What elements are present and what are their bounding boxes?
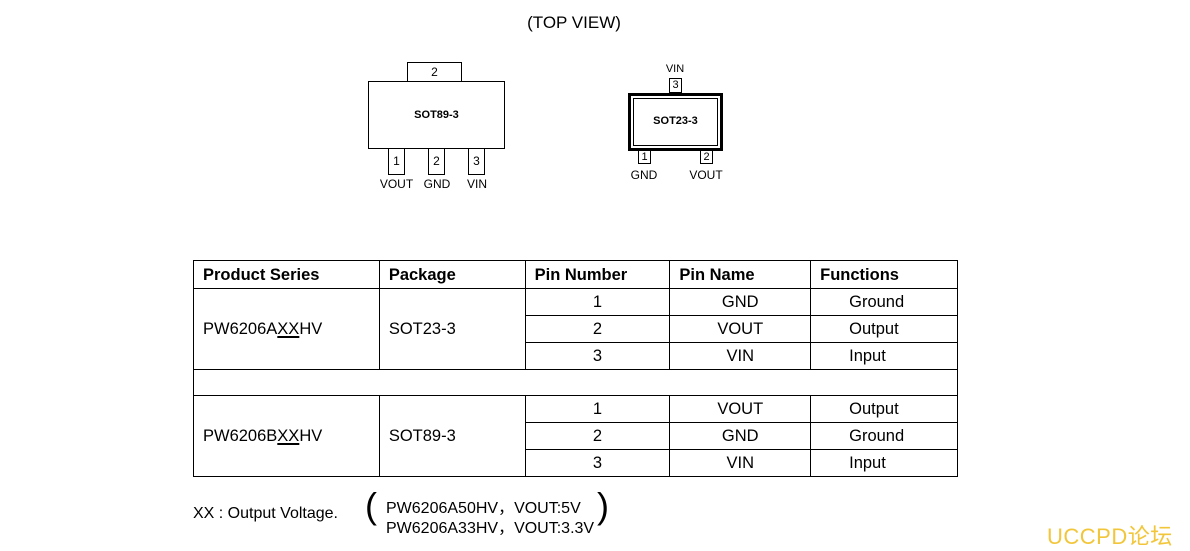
pin-number-cell: 1 — [524, 288, 671, 316]
pin-name-cell: GND — [669, 422, 812, 450]
header-functions: Functions — [810, 260, 958, 289]
sot89-pin-1: 1 — [388, 148, 405, 175]
sot89-tab-pin: 2 — [407, 62, 462, 82]
header-pin-name: Pin Name — [669, 260, 812, 289]
product-series-suffix: HV — [299, 320, 323, 338]
right-parenthesis: ) — [597, 485, 609, 526]
pin-number-cell: 2 — [524, 315, 671, 343]
sot89-pin-3-number: 3 — [473, 154, 480, 168]
sot89-pin-3: 3 — [468, 148, 485, 175]
product-series-suffix: HV — [299, 427, 323, 445]
pin-number-cell: 3 — [524, 449, 671, 477]
watermark: UCCPD论坛 — [1047, 524, 1173, 549]
product-series-prefix: PW6206A — [203, 320, 278, 338]
sot89-pin-3-name: VIN — [466, 177, 487, 191]
function-cell: Ground — [810, 422, 958, 450]
pin-number-cell: 2 — [524, 422, 671, 450]
product-series-cell: PW6206AXXHV — [193, 288, 380, 370]
table-header-row: Product Series Package Pin Number Pin Na… — [193, 260, 958, 289]
top-view-title: (TOP VIEW) — [527, 13, 621, 32]
sot23-pin-1-number: 1 — [641, 151, 648, 163]
sot23-pin-3: 3 — [669, 78, 682, 93]
package-cell: SOT23-3 — [378, 288, 526, 370]
sot23-body: SOT23-3 — [628, 93, 723, 151]
sot23-pin-2: 2 — [700, 150, 713, 164]
function-cell: Input — [810, 449, 958, 477]
sot89-pin-1-name: VOUT — [379, 177, 414, 191]
table-spacer-row — [193, 369, 958, 396]
pin-name-cell: GND — [669, 288, 812, 316]
sot89-pin-2: 2 — [428, 148, 445, 175]
footnote-example-2: PW6206A33HV，VOUT:3.3V — [386, 520, 595, 537]
product-series-xx: XX — [277, 320, 300, 338]
pin-name-cell: VIN — [669, 342, 812, 370]
sot89-pin-1-number: 1 — [393, 154, 400, 168]
pin-number-cell: 1 — [524, 395, 671, 423]
table-row: 3 VIN Input — [194, 449, 958, 477]
sot23-pin-3-name: VIN — [665, 63, 685, 75]
product-series-xx: XX — [277, 427, 300, 445]
footnote-example-1: PW6206A50HV，VOUT:5V — [386, 500, 581, 517]
product-series-cell: PW6206BXXHV — [193, 395, 380, 477]
function-cell: Output — [810, 315, 958, 343]
header-pin-number: Pin Number — [524, 260, 671, 289]
left-parenthesis: ( — [365, 485, 377, 526]
sot23-pin-3-number: 3 — [672, 79, 679, 91]
footnote-label: XX : Output Voltage. — [193, 505, 338, 522]
sot89-body: SOT89-3 — [368, 81, 505, 149]
header-package: Package — [378, 260, 526, 289]
table-row: PW6206AXXHV SOT23-3 1 GND Ground — [193, 288, 958, 370]
sot89-pin-2-name: GND — [423, 177, 451, 191]
product-series-prefix: PW6206B — [203, 427, 278, 445]
sot23-pin-1: 1 — [638, 150, 651, 164]
sot23-pin-2-number: 2 — [703, 151, 710, 163]
pin-name-cell: VOUT — [669, 395, 812, 423]
pin-function-table: Product Series Package Pin Number Pin Na… — [193, 260, 958, 477]
sot23-package-label: SOT23-3 — [653, 115, 698, 127]
sot89-pin-2-number: 2 — [433, 154, 440, 168]
sot89-tab-pin-number: 2 — [431, 65, 438, 79]
sot23-pin-2-name: VOUT — [689, 168, 723, 182]
table-row: 3 VIN Input — [194, 342, 958, 370]
header-product-series: Product Series — [193, 260, 380, 289]
package-cell: SOT89-3 — [378, 395, 526, 477]
table-row: 2 VOUT Output — [194, 315, 958, 343]
function-cell: Output — [810, 395, 958, 423]
pin-number-cell: 3 — [524, 342, 671, 370]
sot89-package-label: SOT89-3 — [414, 109, 459, 121]
sot23-pin-1-name: GND — [630, 168, 658, 182]
table-row: 2 GND Ground — [194, 422, 958, 450]
pin-name-cell: VOUT — [669, 315, 812, 343]
function-cell: Input — [810, 342, 958, 370]
function-cell: Ground — [810, 288, 958, 316]
pin-name-cell: VIN — [669, 449, 812, 477]
spacer-cell — [193, 369, 958, 396]
table-row: PW6206BXXHV SOT89-3 1 VOUT Output — [193, 395, 958, 477]
sot23-inner-outline — [633, 98, 718, 146]
